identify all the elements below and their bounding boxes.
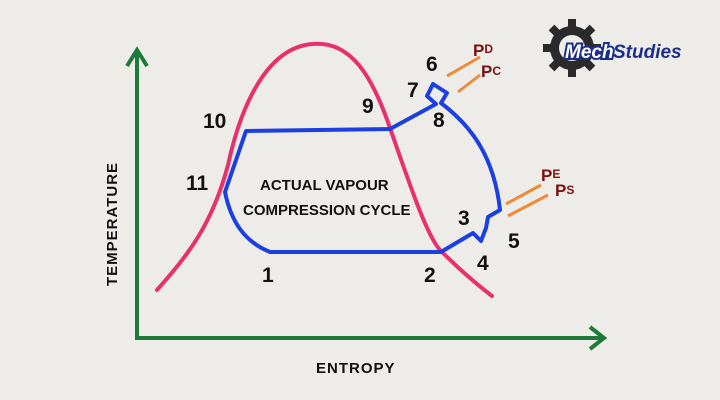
logo-word-studies: Studies <box>613 42 682 63</box>
point-2: 2 <box>424 264 436 287</box>
point-11: 11 <box>186 172 209 195</box>
ps-label: PS <box>555 181 574 200</box>
cycle-title-line1: ACTUAL VAPOUR <box>260 177 389 194</box>
y-axis-label: TEMPERATURE <box>104 162 121 286</box>
pd-label: PD <box>473 41 493 60</box>
point-4: 4 <box>477 252 489 275</box>
ps-line <box>507 193 549 218</box>
cycle-title-line2: COMPRESSION CYCLE <box>243 202 411 219</box>
axes: ENTROPY TEMPERATURE <box>104 46 608 377</box>
point-6: 6 <box>426 53 438 76</box>
point-8: 8 <box>433 109 445 132</box>
pc-label: PC <box>481 62 501 81</box>
saturation-dome <box>155 41 494 298</box>
point-7: 7 <box>407 79 419 102</box>
pressure-lines <box>446 55 549 218</box>
pd-line <box>446 55 481 78</box>
point-9: 9 <box>362 95 374 118</box>
x-axis-label: ENTROPY <box>316 360 396 377</box>
point-labels: 1 2 3 4 5 6 7 8 9 10 11 <box>186 53 520 287</box>
pe-label: PE <box>541 166 560 185</box>
point-10: 10 <box>203 110 226 133</box>
pe-line <box>505 183 542 206</box>
y-axis-arrow <box>125 46 149 68</box>
x-axis-arrow <box>588 325 608 351</box>
point-1: 1 <box>262 264 274 287</box>
point-3: 3 <box>458 207 470 230</box>
pc-line <box>457 73 481 94</box>
logo-word-mech: Mech <box>565 42 614 63</box>
gear-icon <box>543 19 601 77</box>
cycle-path <box>223 82 502 254</box>
logo: Mech Studies <box>543 19 682 77</box>
point-5: 5 <box>508 230 520 253</box>
